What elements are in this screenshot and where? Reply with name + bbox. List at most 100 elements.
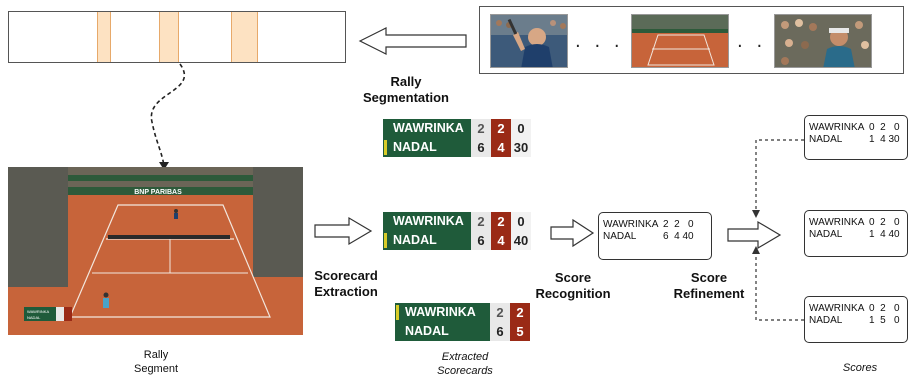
score-values: 2 2 0 (663, 219, 694, 230)
point-score: 0 (511, 212, 531, 231)
scorecard-row: NADAL 6 4 40 (383, 231, 531, 250)
player-name-cell: NADAL (383, 231, 471, 250)
score-values: 1 4 40 (869, 229, 900, 240)
serve-indicator (396, 305, 399, 320)
video-frames-panel: . . . . . . . . (479, 6, 904, 74)
extracted-scorecard: WAWRINKA 2 2 0 NADAL 6 4 30 (383, 119, 531, 157)
scorecard-row: WAWRINKA 2 2 0 (383, 119, 531, 138)
banner-text: BNP PARIBAS (134, 189, 182, 196)
dashed-connector (150, 63, 186, 170)
player-name: NADAL (393, 140, 437, 154)
label-line: Scorecard (314, 268, 378, 283)
caption-line: Scorecards (437, 365, 493, 377)
set-score: 2 (491, 212, 511, 231)
refinement-arrow (727, 220, 782, 250)
score-line: WAWRINKA 2 2 0 (603, 219, 707, 231)
recognized-score-box: WAWRINKA 2 2 0 NADAL 6 4 40 (598, 212, 712, 260)
player-name: NADAL (809, 315, 843, 326)
score-values: 0 2 0 (869, 303, 900, 314)
player-name: WAWRINKA (603, 219, 659, 230)
player-name-cell: WAWRINKA (395, 303, 490, 322)
player-name: NADAL (395, 322, 490, 341)
frame-thumbnail-player (490, 14, 568, 68)
rally-segment-marker (231, 12, 258, 62)
score-values: 0 2 0 (869, 217, 900, 228)
frame-thumbnail-crowd (774, 14, 872, 68)
player-name: NADAL (393, 233, 437, 247)
refinement-connectors (752, 139, 804, 321)
player-name: WAWRINKA (383, 119, 471, 138)
rally-segment-marker (97, 12, 111, 62)
score-line: NADAL 1 5 0 (809, 315, 903, 327)
player-name: WAWRINKA (383, 212, 471, 231)
serve-indicator (384, 233, 387, 248)
score-refinement-label: Score Refinement (664, 270, 754, 302)
scorecard-row: NADAL 6 5 (395, 322, 530, 341)
scorecard-extraction-label: Scorecard Extraction (304, 268, 388, 300)
rally-segment-marker (159, 12, 179, 62)
refined-score-box: WAWRINKA 0 2 0 NADAL 1 5 0 (804, 296, 908, 343)
label-line: Recognition (535, 286, 611, 301)
set-score: 6 (471, 138, 491, 157)
rally-segmentation-label: Rally Segmentation (351, 74, 461, 106)
tennis-court-image: BNP PARIBAS WAWRINKA NADAL (8, 167, 303, 335)
player-name: WAWRINKA (809, 303, 865, 314)
caption-line: Rally (143, 349, 169, 361)
segmentation-arrow (358, 27, 467, 55)
player-name: NADAL (603, 231, 637, 242)
set-score: 4 (491, 138, 511, 157)
player-name: WAWRINKA (809, 122, 865, 133)
video-timeline (8, 11, 346, 63)
refined-score-box: WAWRINKA 0 2 0 NADAL 1 4 30 (804, 115, 908, 160)
rally-segment-frame: BNP PARIBAS WAWRINKA NADAL (8, 167, 303, 335)
scores-caption: Scores (842, 362, 878, 374)
crowd-frame-image (775, 15, 871, 67)
court-frame-image (632, 15, 728, 67)
label-line: Score (690, 270, 728, 285)
mini-score-p1: WAWRINKA (27, 309, 49, 314)
set-score: 5 (510, 322, 530, 341)
score-recognition-label: Score Recognition (527, 270, 619, 302)
scorecard-row: NADAL 6 4 30 (383, 138, 531, 157)
point-score: 0 (511, 119, 531, 138)
set-score: 2 (471, 212, 491, 231)
score-line: NADAL 1 4 40 (809, 229, 903, 241)
recognition-arrow (550, 218, 595, 248)
score-values: 6 4 40 (663, 231, 694, 242)
score-values: 1 4 30 (869, 134, 900, 145)
label-line: Rally (390, 74, 422, 89)
player-name: WAWRINKA (405, 305, 476, 319)
rally-segment-caption: Rally Segment (116, 348, 196, 376)
caption-line: Extracted (441, 351, 489, 363)
label-line: Segmentation (363, 90, 449, 105)
mini-score-p2: NADAL (27, 315, 41, 320)
set-score: 2 (510, 303, 530, 322)
scorecard-row: WAWRINKA 2 2 (395, 303, 530, 322)
scorecard-row: WAWRINKA 2 2 0 (383, 212, 531, 231)
extraction-arrow (314, 216, 373, 246)
set-score: 2 (471, 119, 491, 138)
caption-line: Segment (133, 363, 179, 375)
extracted-scorecard: WAWRINKA 2 2 0 NADAL 6 4 40 (383, 212, 531, 250)
score-line: WAWRINKA 0 2 0 (809, 122, 903, 134)
set-score: 4 (491, 231, 511, 250)
set-score: 6 (490, 322, 510, 341)
point-score: 40 (511, 231, 531, 250)
player-name: WAWRINKA (809, 217, 865, 228)
set-score: 6 (471, 231, 491, 250)
label-line: Extraction (314, 284, 378, 299)
score-line: NADAL 6 4 40 (603, 231, 707, 243)
score-line: WAWRINKA 0 2 0 (809, 217, 903, 229)
score-values: 1 5 0 (869, 315, 900, 326)
ellipsis-icon: . . . . (575, 31, 644, 52)
player-frame-image (491, 15, 567, 67)
player-name: NADAL (809, 134, 843, 145)
serve-indicator (384, 140, 387, 155)
extracted-scorecard: WAWRINKA 2 2 NADAL 6 5 (395, 303, 530, 341)
extracted-scorecards-caption: Extracted Scorecards (420, 350, 510, 378)
frame-thumbnail-court (631, 14, 729, 68)
label-line: Refinement (673, 286, 745, 301)
score-values: 0 2 0 (869, 122, 900, 133)
player-name-cell: NADAL (383, 138, 471, 157)
point-score: 30 (511, 138, 531, 157)
